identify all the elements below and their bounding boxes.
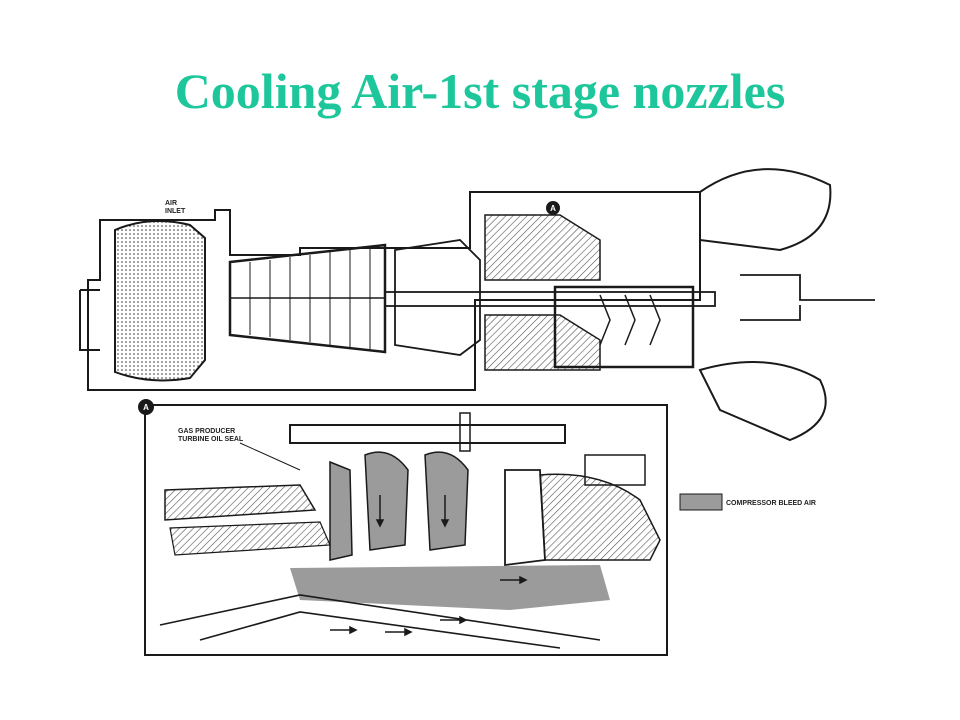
- callout-a-detail: A: [143, 403, 149, 412]
- slide-title: Cooling Air-1st stage nozzles: [174, 63, 786, 119]
- callout-a-upper: A: [550, 204, 556, 213]
- engine-overview: [79, 168, 875, 442]
- air-inlet-label-line1: AIR: [165, 200, 177, 207]
- oil-seal-label-line1: GAS PRODUCER: [178, 428, 235, 435]
- detail-a-panel: [138, 399, 668, 656]
- air-inlet-label-line2: INLET: [165, 208, 186, 215]
- legend-swatch-bleed-air: [679, 493, 723, 511]
- legend-label-bleed-air: COMPRESSOR BLEED AIR: [726, 500, 816, 507]
- oil-seal-label-line2: TURBINE OIL SEAL: [178, 436, 244, 443]
